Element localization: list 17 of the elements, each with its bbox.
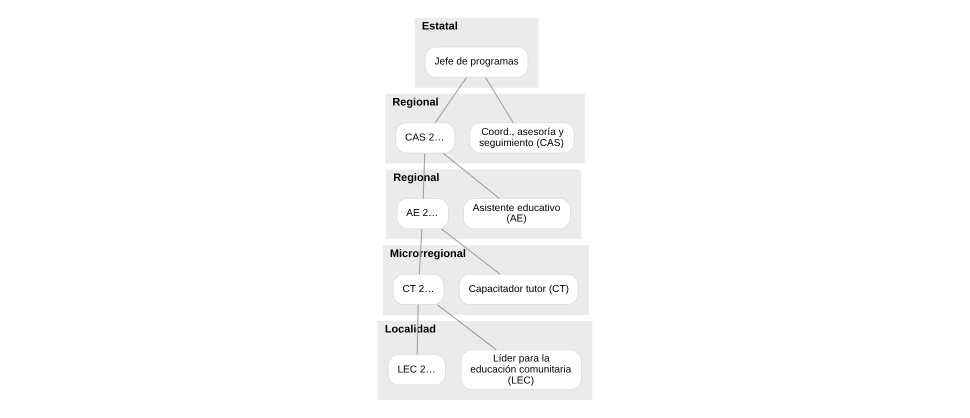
connector <box>437 304 497 350</box>
node-box: Coord., asesoría y seguimiento (CAS) <box>469 122 575 154</box>
connector <box>418 229 422 274</box>
connector <box>441 228 500 275</box>
node-box: AE 2… <box>396 198 449 230</box>
node-box: Jefe de programas <box>424 46 528 78</box>
connector <box>422 153 426 198</box>
connector <box>442 152 500 199</box>
connector <box>485 77 514 123</box>
node-box: LEC 2… <box>388 354 446 386</box>
node-box: Asistente educativo (AE) <box>463 198 571 230</box>
node-box: CAS 2… <box>395 122 456 154</box>
connector <box>416 304 419 355</box>
connector <box>434 77 467 123</box>
node-box: Capacitador tutor (CT) <box>458 274 578 305</box>
node-box: Líder para la educación comunitaria (LEC) <box>460 350 582 390</box>
node-box: CT 2… <box>392 274 444 305</box>
